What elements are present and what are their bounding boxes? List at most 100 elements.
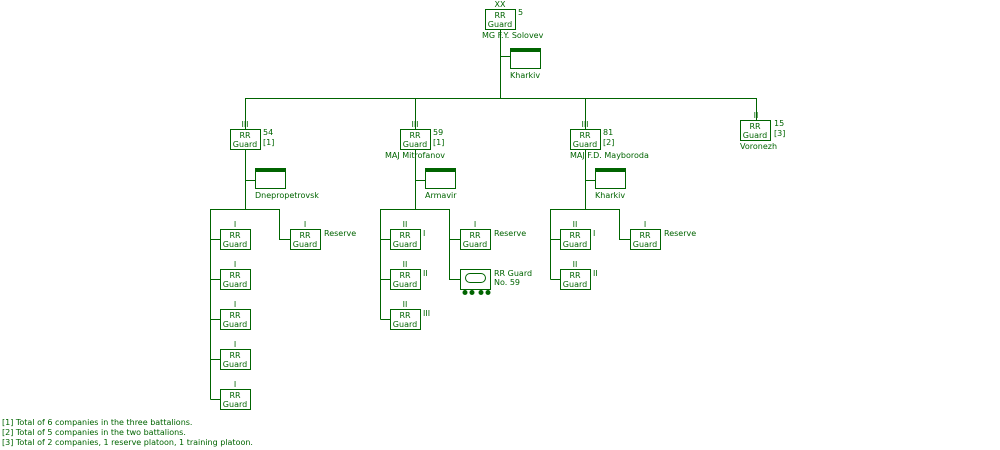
svg-text:RR: RR [229,231,241,240]
reg81-battalion-1: II RR Guard I [560,220,595,250]
svg-text:Guard: Guard [223,240,247,249]
svg-text:RR: RR [229,351,241,360]
svg-text:Guard: Guard [633,240,657,249]
svg-text:I: I [474,220,476,229]
reserve-label: Reserve [324,229,356,238]
unit-box [560,269,591,290]
unit-box [220,309,251,330]
train-label-line2: No. 59 [494,278,520,287]
svg-text:RR: RR [399,271,411,280]
reg54-battalion-4: I RR Guard [220,340,251,370]
footnote-ref: [1] [263,138,274,147]
reg59-battalion-1: II RR Guard I [390,220,425,250]
regiment-54: III RR Guard 54 [1] Dnepropetrovsk [230,120,319,200]
reg59-armored-train: RR Guard No. 59 [460,269,532,295]
svg-text:RR: RR [299,231,311,240]
unit-size-symbol: III [581,120,588,129]
reg54-battalion-1: I RR Guard [220,220,251,250]
unit-box [220,389,251,410]
footnote-2: [2] Total of 5 companies in the two batt… [2,428,186,437]
reserve-label: Reserve [494,229,526,238]
reg59-battalion-2: II RR Guard II [390,260,428,290]
footnote-3: [3] Total of 2 companies, 1 reserve plat… [2,438,253,447]
footnote-ref: [1] [433,138,444,147]
svg-text:Guard: Guard [393,240,417,249]
svg-text:RR: RR [229,271,241,280]
reserve-label: Reserve [664,229,696,238]
footnote-ref: [2] [603,138,614,147]
unit-box-line2: Guard [743,131,767,140]
unit-box-line2: Guard [573,140,597,149]
reg59-reserve: I RR Guard Reserve [460,220,526,250]
unit-box-line1: RR [409,131,421,140]
svg-text:RR: RR [569,271,581,280]
unit-number: 59 [433,128,443,137]
svg-text:Guard: Guard [563,240,587,249]
unit-size-symbol: III [411,120,418,129]
svg-text:RR: RR [399,231,411,240]
svg-text:I: I [234,380,236,389]
svg-text:RR: RR [639,231,651,240]
svg-text:I: I [234,340,236,349]
division-5: XX RR Guard 5 MG F.Y. Solovev Kharkiv [482,0,544,80]
svg-text:RR: RR [399,311,411,320]
reg54-battalion-5: I RR Guard [220,380,251,410]
unit-box [390,229,421,250]
hq-label: Armavir [425,191,457,200]
svg-text:RR: RR [229,391,241,400]
unit-box [220,269,251,290]
unit-number: 81 [603,128,613,137]
battalion-number: I [593,229,595,238]
commander-label: MG F.Y. Solovev [482,31,544,40]
battalion-number: III [423,309,430,318]
unit-box [230,129,261,150]
unit-box [290,229,321,250]
location-label: Voronezh [740,142,777,151]
unit-box [220,349,251,370]
svg-text:Guard: Guard [463,240,487,249]
svg-text:II: II [573,220,578,229]
connector-lines [210,29,757,400]
unit-box-line2: Guard [488,20,512,29]
battalion-number: II [423,269,428,278]
unit-box [400,129,431,150]
svg-text:RR: RR [469,231,481,240]
svg-text:Guard: Guard [223,280,247,289]
svg-text:Guard: Guard [223,360,247,369]
hq-label: Kharkiv [595,191,625,200]
svg-text:Guard: Guard [223,400,247,409]
unit-box [630,229,661,250]
org-chart: XX RR Guard 5 MG F.Y. Solovev Kharkiv II… [210,0,785,410]
unit-size-symbol: XX [495,0,506,9]
svg-text:Guard: Guard [393,280,417,289]
train-label-line1: RR Guard [494,269,532,278]
svg-text:II: II [403,260,408,269]
regiment-15: II RR Guard 15 [3] Voronezh [740,111,785,151]
commander-label: MAJ F.D. Mayboroda [570,151,649,160]
unit-box-line1: RR [579,131,591,140]
hq-label: Kharkiv [510,71,540,80]
unit-box [570,129,601,150]
unit-box-line2: Guard [233,140,257,149]
unit-box-line1: RR [239,131,251,140]
footnote-ref: [3] [774,129,785,138]
unit-number: 5 [518,8,523,17]
svg-text:II: II [573,260,578,269]
svg-text:RR: RR [229,311,241,320]
footnotes: [1] Total of 6 companies in the three ba… [2,418,253,448]
svg-text:Guard: Guard [563,280,587,289]
armored-train-icon [460,269,491,290]
reg81-battalion-2: II RR Guard II [560,260,598,290]
svg-text:I: I [644,220,646,229]
unit-box-line1: RR [494,11,506,20]
unit-box [740,120,771,141]
regiment-59: III RR Guard 59 [1] MAJ Mitrofanov Armav… [385,120,457,200]
footnote-1: [1] Total of 6 companies in the three ba… [2,418,193,427]
unit-size-symbol: III [241,120,248,129]
unit-box [485,9,516,30]
svg-text:I: I [234,260,236,269]
reg59-battalion-3: II RR Guard III [390,300,430,330]
unit-box-line1: RR [749,122,761,131]
svg-text:I: I [234,220,236,229]
svg-text:I: I [304,220,306,229]
